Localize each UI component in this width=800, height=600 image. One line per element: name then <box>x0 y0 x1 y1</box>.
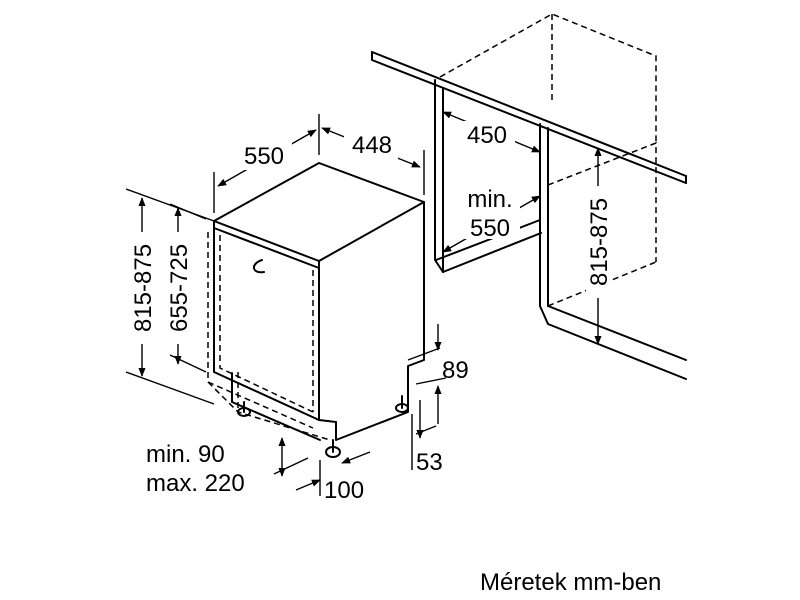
label-niche-depth-prefix: min. <box>467 186 512 213</box>
dimension-niche-depth: min. 550 <box>442 183 541 253</box>
dimension-door-height: 655-725 <box>166 203 207 373</box>
dimension-plinth-range: min. 90 max. 220 <box>146 437 309 497</box>
label-width: 448 <box>352 132 392 159</box>
label-plinth-depth: 100 <box>324 477 364 504</box>
label-door-height: 655-725 <box>166 244 193 332</box>
dimension-plinth-depth: 100 <box>295 451 371 504</box>
niche-outline <box>371 13 687 380</box>
label-niche-height: 815-875 <box>586 198 613 286</box>
dimension-foot-offset: 53 <box>411 400 443 476</box>
label-depth: 550 <box>244 143 284 170</box>
label-plinth-min: min. 90 <box>146 441 225 468</box>
dimension-depth: 550 <box>213 114 320 213</box>
dimension-niche-height: 815-875 <box>586 147 613 345</box>
dishwasher-body <box>207 162 425 458</box>
label-niche-width: 450 <box>467 122 507 149</box>
caption: Méretek mm-ben <box>480 569 661 596</box>
dimension-niche-width: 450 <box>442 111 541 153</box>
label-niche-depth-value: 550 <box>470 215 510 242</box>
label-plinth-max: max. 220 <box>146 470 245 497</box>
dimension-plinth-height: 89 <box>407 324 469 424</box>
label-plinth-height: 89 <box>442 357 469 384</box>
label-height: 815-875 <box>130 244 157 332</box>
label-foot-offset: 53 <box>416 449 443 476</box>
dimension-width: 448 <box>321 127 425 195</box>
